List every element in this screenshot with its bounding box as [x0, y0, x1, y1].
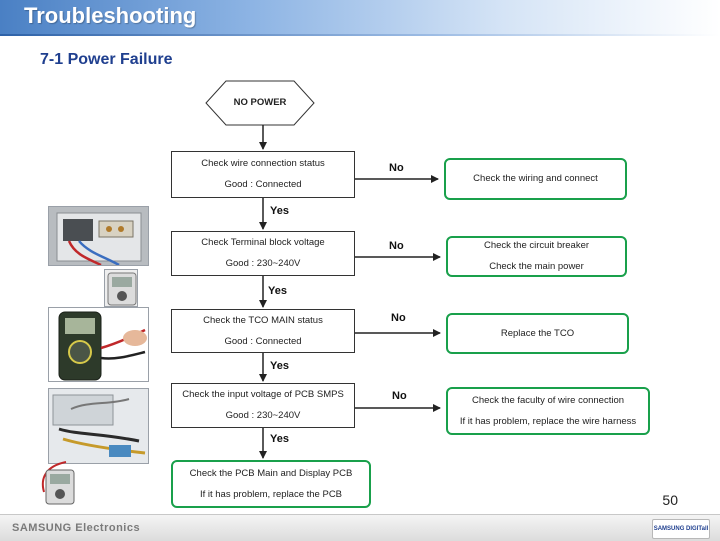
check-box-4: Check the input voltage of PCB SMPS Good… [171, 383, 355, 428]
action-box-2-line1: Check the circuit breaker [483, 240, 590, 252]
samsung-digitall-logo: SAMSUNG DIGITall [652, 519, 710, 539]
terminal-block-photo [48, 206, 149, 266]
multimeter-photo [48, 307, 149, 382]
action-box-4-line1: Check the faculty of wire connection [471, 394, 625, 406]
check-box-2-line1: Check Terminal block voltage [201, 237, 325, 249]
pcb-wiring-photo [48, 388, 149, 464]
final-box: Check the PCB Main and Display PCB If it… [171, 460, 371, 508]
action-box-4-line2: If it has problem, replace the wire harn… [459, 415, 637, 427]
title-bar [0, 0, 720, 34]
check-box-1-line2: Good : Connected [224, 179, 302, 190]
final-box-line2: If it has problem, replace the PCB [199, 488, 343, 500]
check-box-3-line1: Check the TCO MAIN status [203, 314, 323, 326]
no-label-1: No [389, 162, 404, 174]
yes-label-2: Yes [268, 285, 287, 297]
action-box-4: Check the faculty of wire connection If … [446, 387, 650, 435]
page-number: 50 [662, 492, 678, 508]
no-label-3: No [391, 312, 406, 324]
start-node-label: NO POWER [233, 97, 287, 109]
check-box-3: Check the TCO MAIN status Good : Connect… [171, 309, 355, 353]
check-box-1: Check wire connection status Good : Conn… [171, 151, 355, 198]
meter-probe-photo-2 [36, 458, 80, 508]
samsung-digitall-logo-text: SAMSUNG DIGITall [653, 526, 709, 532]
start-hexagon [205, 80, 315, 126]
footer-bar: SAMSUNG Electronics SAMSUNG DIGITall [0, 514, 720, 541]
title-underline [0, 34, 720, 36]
meter-probe-photo [104, 269, 138, 307]
check-box-1-line1: Check wire connection status [201, 158, 325, 170]
check-box-4-line1: Check the input voltage of PCB SMPS [182, 389, 344, 401]
action-box-1-line1: Check the wiring and connect [473, 173, 598, 185]
page-title: Troubleshooting [24, 3, 197, 28]
check-box-4-line2: Good : 230~240V [225, 410, 301, 421]
check-box-3-line2: Good : Connected [224, 335, 302, 347]
no-label-2: No [389, 240, 404, 252]
yes-label-4: Yes [270, 433, 289, 445]
action-box-3: Replace the TCO [446, 313, 629, 354]
yes-label-1: Yes [270, 205, 289, 217]
action-box-2-line2: Check the main power [489, 261, 584, 272]
start-node: NO POWER [226, 81, 294, 125]
action-box-2: Check the circuit breaker Check the main… [446, 236, 627, 277]
check-box-2-line2: Good : 230~240V [225, 258, 301, 269]
no-label-4: No [392, 390, 407, 402]
final-box-line1: Check the PCB Main and Display PCB [189, 467, 353, 479]
section-title: 7-1 Power Failure [40, 51, 173, 68]
yes-label-3: Yes [270, 360, 289, 372]
action-box-1: Check the wiring and connect [444, 158, 627, 200]
samsung-electronics-logo: SAMSUNG Electronics [12, 522, 141, 534]
check-box-2: Check Terminal block voltage Good : 230~… [171, 231, 355, 276]
action-box-3-line1: Replace the TCO [500, 327, 575, 339]
